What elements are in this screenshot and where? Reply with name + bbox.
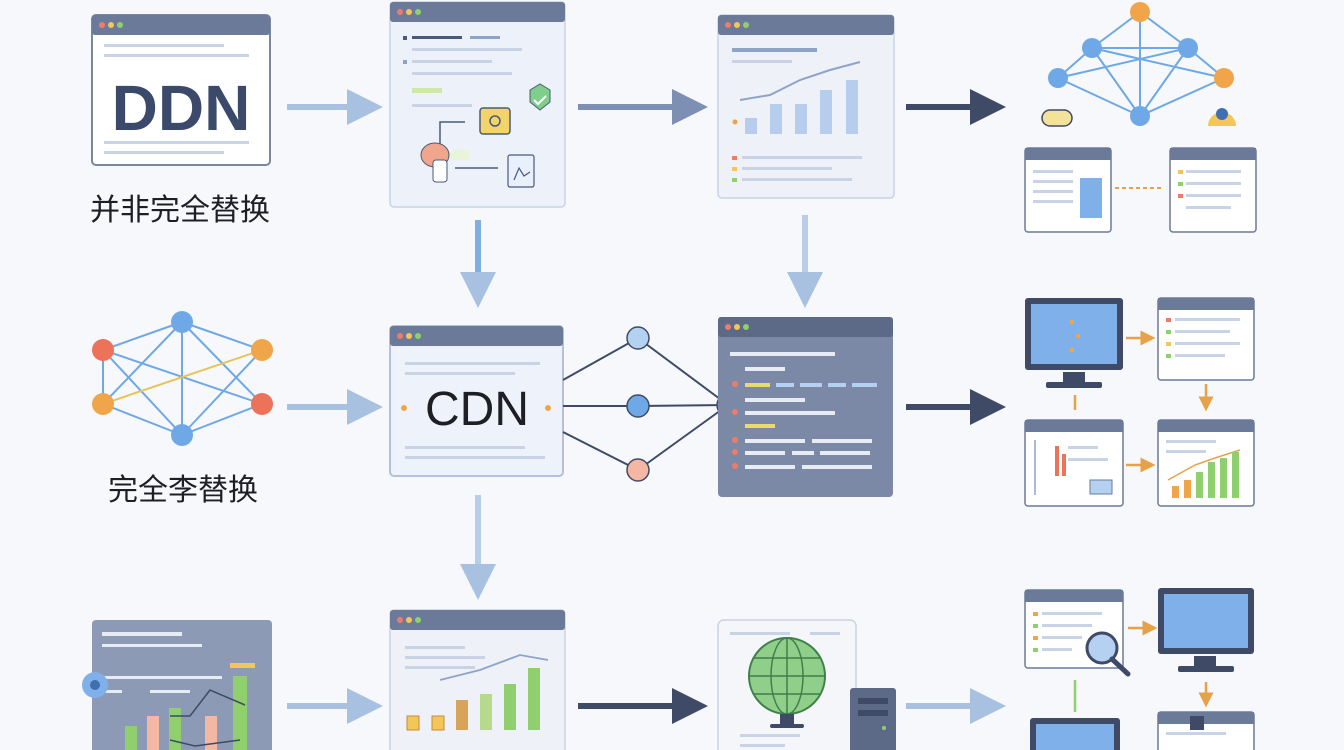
ddn-window <box>91 14 271 166</box>
network-graph-top <box>1057 11 1225 117</box>
cdn-caption: 完全李替换 <box>108 473 258 508</box>
ddn-caption: 并非完全替换 <box>90 193 270 228</box>
mini-window-r2-tr <box>1157 297 1255 381</box>
monitor-r2 <box>1025 298 1123 388</box>
mini-window-r1-left <box>1024 147 1112 233</box>
globe-window <box>717 619 857 750</box>
network-nodes-left <box>92 311 273 446</box>
dashboard-window <box>82 620 272 750</box>
monitor-r3 <box>1158 588 1254 672</box>
mini-window-r1-right <box>1169 147 1257 233</box>
laptop-icon <box>1030 718 1120 750</box>
server-icon <box>850 688 896 750</box>
network-graph-left <box>102 321 263 436</box>
mini-window-r2-br <box>1157 419 1255 507</box>
workflow-window <box>389 1 566 208</box>
code-window <box>718 317 893 497</box>
ddn-logo-text: DDN <box>111 72 251 144</box>
chart-window <box>717 14 895 199</box>
mini-window-r3-br <box>1157 711 1255 750</box>
cdn-logo-text: CDN <box>425 383 529 436</box>
mini-window-r2-bl <box>1024 419 1124 507</box>
magnifier-icon <box>1085 631 1131 677</box>
bar-chart-window <box>389 609 566 750</box>
cdn-window <box>389 325 564 477</box>
diamond-network <box>562 337 729 471</box>
network-nodes-top <box>1041 2 1236 127</box>
